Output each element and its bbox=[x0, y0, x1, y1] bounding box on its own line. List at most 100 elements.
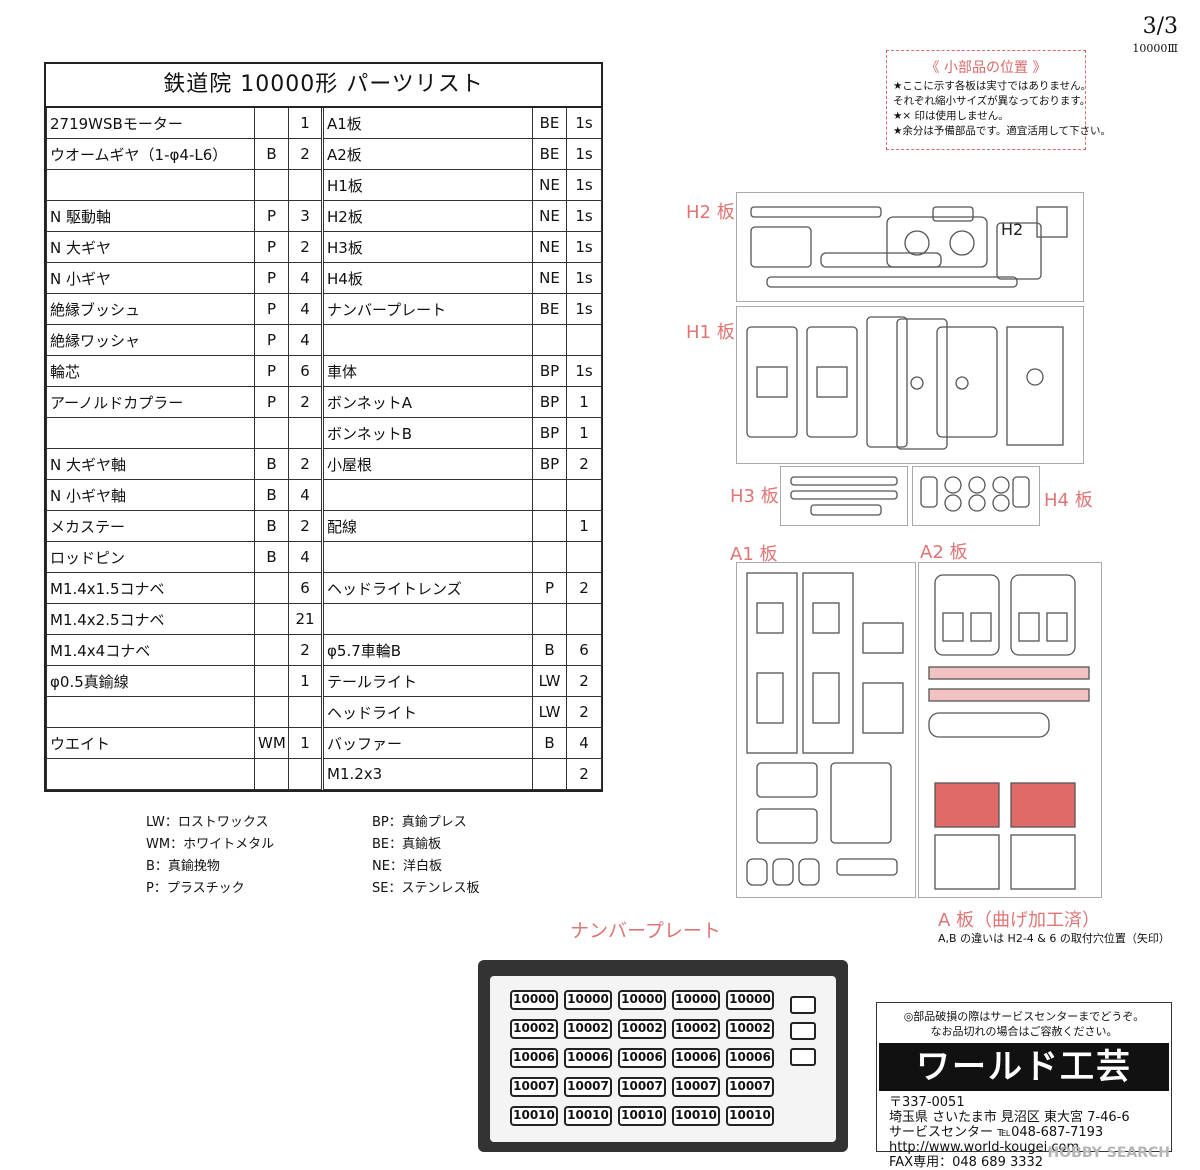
a2-sheet-drawing bbox=[928, 574, 1090, 890]
note-line: ★ここに示す各板は実寸ではありません。 bbox=[893, 80, 1092, 92]
part-qty: 3 bbox=[288, 200, 324, 232]
part-material: BE bbox=[532, 108, 567, 139]
part-qty: 1s bbox=[566, 262, 602, 294]
part-name bbox=[46, 417, 255, 449]
h4-sheet-label: H4 板 bbox=[1044, 490, 1093, 511]
h1-sheet bbox=[736, 306, 1084, 464]
part-qty: 2 bbox=[288, 386, 324, 418]
part-name: ロッドピン bbox=[46, 541, 255, 573]
number-plate-number: 10007 bbox=[675, 1079, 717, 1093]
part-material: B bbox=[254, 541, 289, 573]
number-plate: 10000 bbox=[618, 990, 666, 1010]
part-qty bbox=[288, 696, 324, 728]
part-qty: 1 bbox=[566, 510, 602, 542]
model-code: 10000Ⅲ bbox=[1132, 42, 1178, 55]
part-qty: 1s bbox=[566, 169, 602, 201]
number-plate: 10002 bbox=[672, 1019, 720, 1039]
part-name: φ5.7車輪B bbox=[322, 634, 533, 666]
part-name bbox=[322, 479, 533, 511]
part-qty bbox=[566, 324, 602, 356]
page-number: 3/3 bbox=[1142, 14, 1178, 39]
number-plate: 10006 bbox=[618, 1048, 666, 1068]
part-name: 車体 bbox=[322, 355, 533, 387]
part-name: ヘッドライト bbox=[322, 696, 533, 728]
spare-plate bbox=[790, 1022, 816, 1040]
number-plate-label: ナンバープレート bbox=[570, 920, 721, 942]
number-plate-number: 10006 bbox=[675, 1050, 717, 1064]
part-qty: 1s bbox=[566, 293, 602, 325]
part-qty: 1 bbox=[566, 386, 602, 418]
number-plate: 10000 bbox=[564, 990, 612, 1010]
part-material: B bbox=[254, 138, 289, 170]
part-qty: 6 bbox=[288, 355, 324, 387]
legend-item: WM：ホワイトメタル bbox=[146, 837, 275, 852]
number-plate-number: 10007 bbox=[513, 1079, 555, 1093]
part-name bbox=[322, 541, 533, 573]
part-qty bbox=[288, 169, 324, 201]
legend-item: LW：ロストワックス bbox=[146, 815, 269, 830]
part-qty: 2 bbox=[566, 572, 602, 604]
part-material bbox=[254, 603, 289, 635]
part-material: B bbox=[532, 727, 567, 759]
part-qty: 21 bbox=[288, 603, 324, 635]
note-line: ★× 印は使用しません。 bbox=[893, 110, 1009, 122]
part-material bbox=[532, 479, 567, 511]
company-postal: 〒337-0051 bbox=[889, 1095, 965, 1110]
h2-tag: H2 bbox=[1001, 220, 1023, 239]
part-qty: 2 bbox=[566, 696, 602, 728]
number-plate-number: 10000 bbox=[567, 992, 609, 1006]
part-material bbox=[254, 108, 289, 139]
number-plate: 10007 bbox=[564, 1077, 612, 1097]
legend-right: BP：真鍮プレス BE：真鍮板 NE：洋白板 SE：ステンレス板 bbox=[372, 812, 479, 900]
part-material: BE bbox=[532, 138, 567, 170]
part-material: P bbox=[254, 293, 289, 325]
number-plate: 10010 bbox=[564, 1106, 612, 1126]
number-plate: 10010 bbox=[618, 1106, 666, 1126]
number-plate-number: 10007 bbox=[567, 1079, 609, 1093]
legend-item: NE：洋白板 bbox=[372, 859, 442, 874]
part-name: ウオームギヤ（1-φ4-L6） bbox=[46, 138, 255, 170]
number-plate: 10010 bbox=[672, 1106, 720, 1126]
part-material: NE bbox=[532, 262, 567, 294]
part-material: NE bbox=[532, 169, 567, 201]
part-name: H2板 bbox=[322, 200, 533, 232]
part-name: H4板 bbox=[322, 262, 533, 294]
number-plate: 10000 bbox=[726, 990, 774, 1010]
number-plate: 10007 bbox=[672, 1077, 720, 1097]
legend-item: B：真鍮挽物 bbox=[146, 859, 220, 874]
h2-sheet: H2 bbox=[736, 192, 1084, 302]
h3-sheet-drawing bbox=[790, 476, 898, 516]
part-name: 輪芯 bbox=[46, 355, 255, 387]
number-plate-number: 10000 bbox=[729, 992, 771, 1006]
company-notes: ◎部品破損の際はサービスセンターまでどうぞ。 なお品切れの場合はご容赦ください。 bbox=[877, 1009, 1171, 1039]
part-name: φ0.5真鍮線 bbox=[46, 665, 255, 697]
part-name: N 駆動軸 bbox=[46, 200, 255, 232]
part-qty bbox=[566, 603, 602, 635]
number-plate: 10010 bbox=[726, 1106, 774, 1126]
part-material: WM bbox=[254, 727, 289, 759]
number-plate-number: 10007 bbox=[621, 1079, 663, 1093]
number-plate-number: 10010 bbox=[621, 1108, 663, 1122]
a1-sheet-drawing bbox=[746, 572, 904, 886]
company-url: http://www.world-kougei.com bbox=[889, 1140, 1080, 1155]
number-plate-number: 10010 bbox=[567, 1108, 609, 1122]
part-material bbox=[254, 696, 289, 728]
part-name: テールライト bbox=[322, 665, 533, 697]
part-qty: 2 bbox=[566, 665, 602, 697]
part-material: BP bbox=[532, 448, 567, 480]
part-name: M1.4x2.5コナベ bbox=[46, 603, 255, 635]
part-material: BP bbox=[532, 386, 567, 418]
part-material: LW bbox=[532, 696, 567, 728]
spare-plate bbox=[790, 1048, 816, 1066]
part-qty: 2 bbox=[566, 758, 602, 790]
number-plate-number: 10010 bbox=[675, 1108, 717, 1122]
